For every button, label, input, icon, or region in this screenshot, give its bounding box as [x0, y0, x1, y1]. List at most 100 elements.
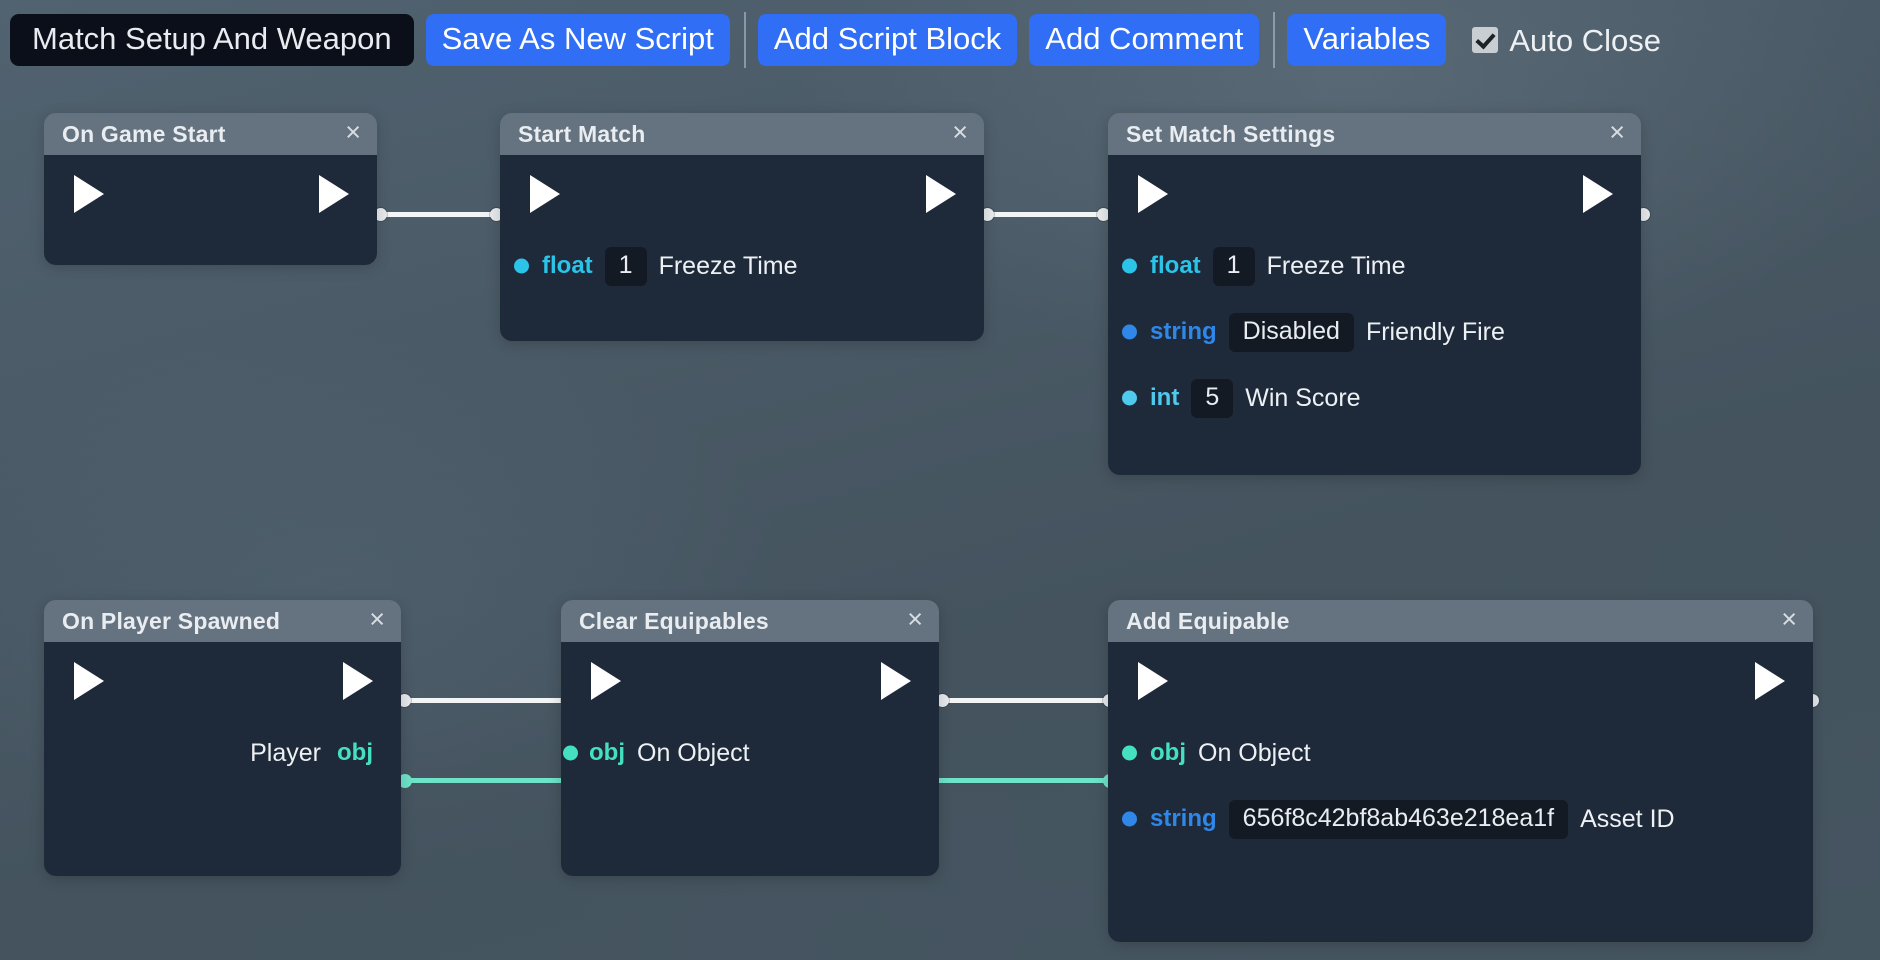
script-name-field[interactable]: Match Setup And Weapon: [10, 13, 414, 67]
param-pin-obj[interactable]: [563, 745, 578, 761]
param-pin-obj[interactable]: [1122, 745, 1137, 761]
node-title: Start Match: [518, 120, 646, 147]
param-value-input[interactable]: 1: [604, 246, 647, 286]
param-pin-string[interactable]: [1122, 324, 1137, 340]
param-row-freeze-time: float 1 Freeze Time: [500, 233, 984, 299]
node-add-equipable[interactable]: Add Equipable × obj On Object string 656…: [1108, 600, 1813, 942]
node-clear-equipables[interactable]: Clear Equipables × obj On Object: [561, 600, 939, 876]
param-row-on-object: obj On Object: [561, 720, 939, 786]
param-pin-int[interactable]: [1122, 390, 1137, 406]
param-pin-float[interactable]: [514, 258, 529, 274]
exec-in-play-icon[interactable]: [1138, 662, 1168, 700]
param-type-label: int: [1150, 384, 1180, 411]
exec-out-play-icon[interactable]: [1755, 662, 1785, 700]
exec-in-play-icon[interactable]: [591, 662, 621, 700]
wire-exec-match-to-settings[interactable]: [988, 212, 1104, 217]
node-body: [44, 155, 377, 265]
save-as-new-script-button[interactable]: Save As New Script: [425, 13, 730, 67]
node-title: Add Equipable: [1126, 607, 1290, 634]
node-header[interactable]: Clear Equipables ×: [561, 600, 939, 642]
node-body: Player obj: [44, 642, 401, 876]
param-row-asset-id: string 656f8c42bf8ab463e218ea1f Asset ID: [1108, 786, 1813, 852]
exec-out-pin-start-match[interactable]: [981, 208, 994, 221]
param-row-friendly-fire: string Disabled Friendly Fire: [1108, 299, 1641, 365]
node-header[interactable]: Start Match ×: [500, 113, 984, 155]
node-title: Set Match Settings: [1126, 120, 1336, 147]
wire-exec-clear-to-add[interactable]: [943, 698, 1110, 703]
node-title: Clear Equipables: [579, 607, 769, 634]
obj-out-pin-on-player-spawned[interactable]: [398, 774, 412, 788]
node-header[interactable]: On Game Start ×: [44, 113, 377, 155]
exec-in-play-icon[interactable]: [530, 175, 560, 213]
exec-out-play-icon[interactable]: [926, 175, 956, 213]
node-title: On Game Start: [62, 120, 226, 147]
param-name-label: On Object: [1198, 738, 1311, 767]
exec-out-play-icon[interactable]: [1583, 175, 1613, 213]
param-value-input[interactable]: 5: [1191, 378, 1234, 418]
param-value-input[interactable]: Disabled: [1228, 312, 1354, 352]
close-icon[interactable]: ×: [1609, 117, 1625, 147]
param-pin-string[interactable]: [1122, 811, 1137, 827]
close-icon[interactable]: ×: [1781, 604, 1797, 634]
node-body: float 1 Freeze Time string Disabled Frie…: [1108, 155, 1641, 475]
variables-button[interactable]: Variables: [1287, 13, 1447, 67]
node-header[interactable]: On Player Spawned ×: [44, 600, 401, 642]
node-on-player-spawned[interactable]: On Player Spawned × Player obj: [44, 600, 401, 876]
exec-out-pin-on-game-start[interactable]: [374, 208, 387, 221]
exec-out-pin-on-player-spawned[interactable]: [398, 694, 411, 707]
param-name-label: Freeze Time: [658, 251, 798, 280]
exec-row: [44, 642, 401, 720]
param-row-on-object: obj On Object: [1108, 720, 1813, 786]
exec-row: [1108, 642, 1813, 720]
param-name-label: On Object: [637, 738, 750, 767]
wire-exec-start-to-match[interactable]: [381, 212, 497, 217]
close-icon[interactable]: ×: [952, 117, 968, 147]
node-title: On Player Spawned: [62, 607, 281, 634]
auto-close-toggle[interactable]: Auto Close: [1472, 25, 1661, 56]
exec-in-pin-set-match-settings[interactable]: [1097, 208, 1110, 221]
param-name-label: Asset ID: [1580, 804, 1675, 833]
exec-out-play-icon[interactable]: [343, 662, 373, 700]
exec-out-pin-clear-equipables[interactable]: [936, 694, 949, 707]
param-pin-float[interactable]: [1122, 258, 1137, 274]
close-icon[interactable]: ×: [907, 604, 923, 634]
exec-in-play-icon[interactable]: [74, 662, 104, 700]
exec-row: [561, 642, 939, 720]
node-set-match-settings[interactable]: Set Match Settings × float 1 Freeze Time…: [1108, 113, 1641, 475]
param-type-label: obj: [589, 739, 625, 766]
param-value-input[interactable]: 1: [1212, 246, 1255, 286]
exec-in-play-icon[interactable]: [74, 175, 104, 213]
add-script-block-button[interactable]: Add Script Block: [757, 13, 1018, 67]
param-type-label: string: [1150, 318, 1217, 345]
exec-in-play-icon[interactable]: [1138, 175, 1168, 213]
exec-row: [500, 155, 984, 233]
add-comment-button[interactable]: Add Comment: [1029, 13, 1260, 67]
node-on-game-start[interactable]: On Game Start ×: [44, 113, 377, 265]
param-type-label: obj: [337, 739, 373, 766]
node-body: obj On Object string 656f8c42bf8ab463e21…: [1108, 642, 1813, 942]
toolbar-divider-2: [1273, 12, 1276, 68]
node-body: float 1 Freeze Time: [500, 155, 984, 341]
param-type-label: obj: [1150, 739, 1186, 766]
exec-in-pin-start-match[interactable]: [490, 208, 503, 221]
exec-out-play-icon[interactable]: [881, 662, 911, 700]
auto-close-checkbox-icon[interactable]: [1472, 27, 1499, 53]
param-row-freeze-time: float 1 Freeze Time: [1108, 233, 1641, 299]
param-row-win-score: int 5 Win Score: [1108, 365, 1641, 431]
param-name-label: Friendly Fire: [1365, 317, 1505, 346]
param-value-input[interactable]: 656f8c42bf8ab463e218ea1f: [1228, 799, 1569, 839]
exec-out-play-icon[interactable]: [319, 175, 349, 213]
param-name-label: Freeze Time: [1266, 251, 1406, 280]
param-type-label: float: [1150, 252, 1201, 279]
close-icon[interactable]: ×: [369, 604, 385, 634]
node-header[interactable]: Add Equipable ×: [1108, 600, 1813, 642]
wire-exec-spawn-to-clear[interactable]: [405, 698, 568, 703]
param-name-label: Player: [250, 738, 321, 767]
node-header[interactable]: Set Match Settings ×: [1108, 113, 1641, 155]
auto-close-label: Auto Close: [1509, 22, 1661, 58]
node-start-match[interactable]: Start Match × float 1 Freeze Time: [500, 113, 984, 341]
exec-row: [1108, 155, 1641, 233]
param-row-player-output: Player obj: [44, 720, 401, 786]
close-icon[interactable]: ×: [345, 117, 361, 147]
